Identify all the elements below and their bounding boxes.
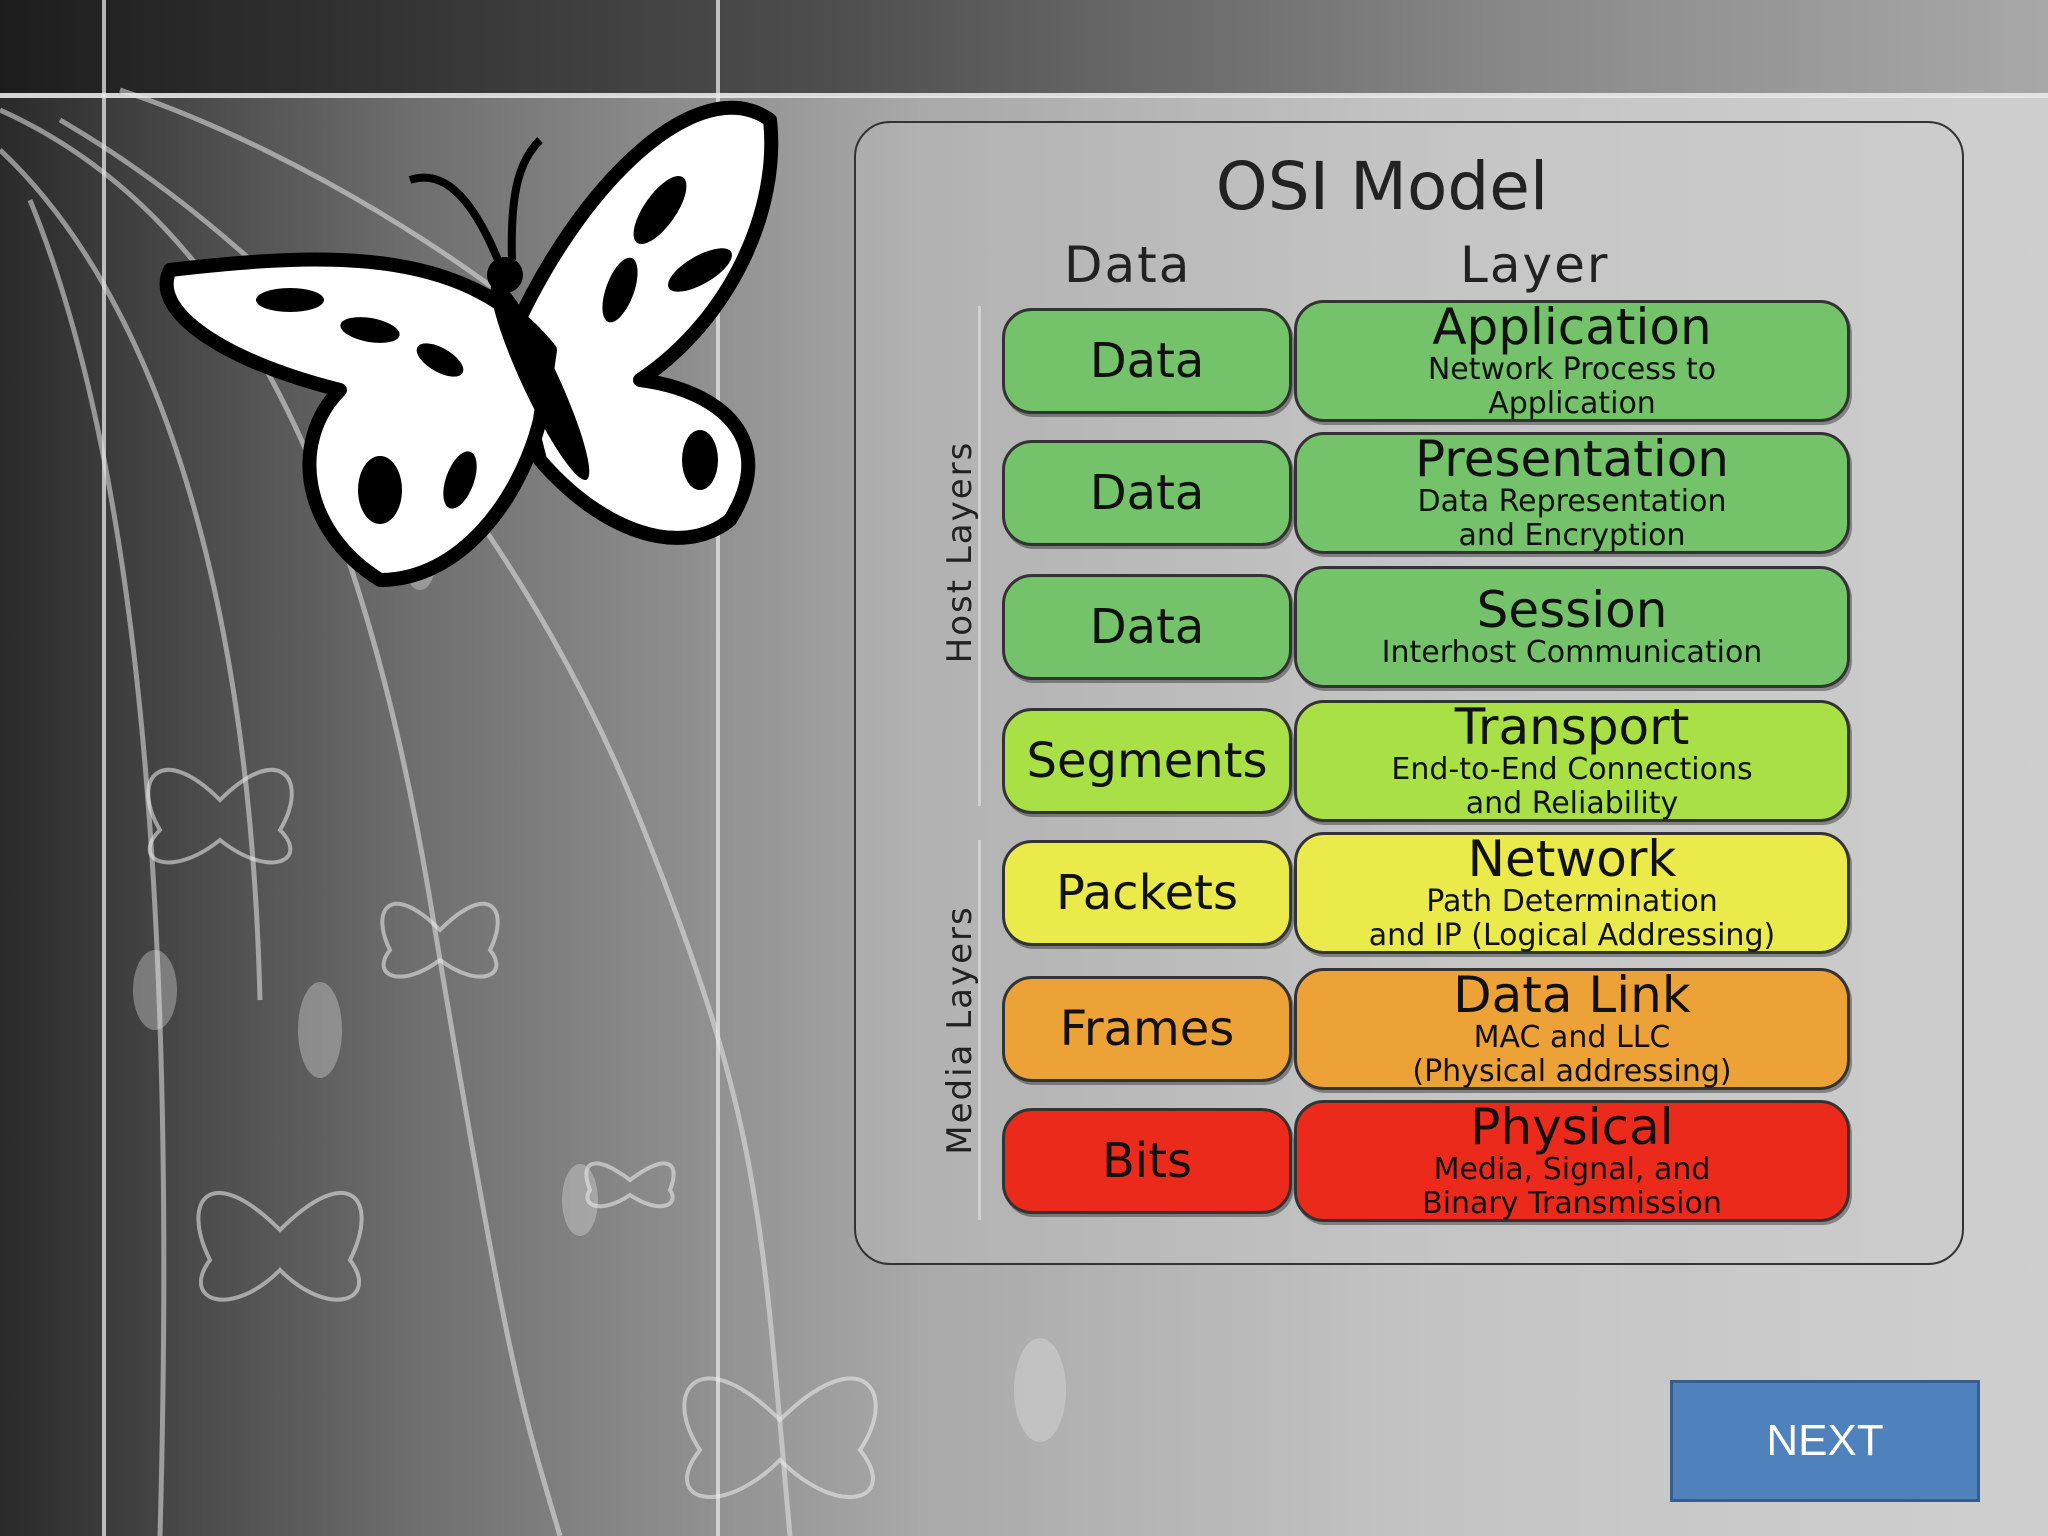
data-unit-0: Data — [1002, 308, 1292, 414]
layer-name: Session — [1476, 580, 1668, 639]
vertical-rule-right — [716, 0, 720, 1536]
layer-name: Physical — [1470, 1097, 1674, 1156]
layer-name: Presentation — [1414, 429, 1729, 488]
layer-description: and Reliability — [1465, 786, 1679, 821]
layer-name: Data Link — [1453, 965, 1691, 1024]
layer-description: Data Representation — [1417, 483, 1727, 519]
data-unit-4: Packets — [1002, 840, 1292, 946]
layer-description: and IP (Logical Addressing) — [1368, 918, 1776, 953]
data-unit-1: Data — [1002, 440, 1292, 546]
data-unit-5: Frames — [1002, 976, 1292, 1082]
layer-description: Interhost Communication — [1381, 634, 1763, 670]
layer-description: End-to-End Connections — [1391, 751, 1753, 787]
data-unit-6: Bits — [1002, 1108, 1292, 1214]
layer-description: and Encryption — [1458, 518, 1686, 553]
data-unit-3: Segments — [1002, 708, 1292, 814]
layer-description: Media, Signal, and — [1433, 1151, 1711, 1187]
layer-description: MAC and LLC — [1473, 1019, 1671, 1055]
vertical-rule-left — [102, 0, 106, 1536]
layer-description: Application — [1488, 386, 1656, 421]
top-band — [0, 0, 2048, 96]
data-unit-2: Data — [1002, 574, 1292, 680]
diagram-title: OSI Model — [1215, 148, 1549, 225]
horizontal-rule — [0, 93, 2048, 98]
host-layers-label: Host Layers — [940, 440, 980, 664]
layer-description: Binary Transmission — [1422, 1186, 1722, 1221]
column-header-layer: Layer — [1460, 236, 1610, 294]
layer-name: Application — [1432, 297, 1712, 356]
osi-panel — [854, 121, 1964, 1265]
butterfly-icon — [159, 101, 779, 587]
layer-name: Network — [1467, 829, 1677, 888]
media-layers-bracket — [978, 840, 981, 1220]
column-header-data: Data — [1064, 236, 1192, 294]
layer-name: Transport — [1454, 697, 1690, 756]
layer-description: Path Determination — [1426, 883, 1718, 919]
host-layers-bracket — [978, 306, 981, 806]
next-button[interactable]: NEXT — [1670, 1380, 1980, 1502]
layer-description: Network Process to — [1427, 351, 1717, 387]
layer-description: (Physical addressing) — [1412, 1054, 1732, 1089]
media-layers-label: Media Layers — [940, 905, 980, 1155]
